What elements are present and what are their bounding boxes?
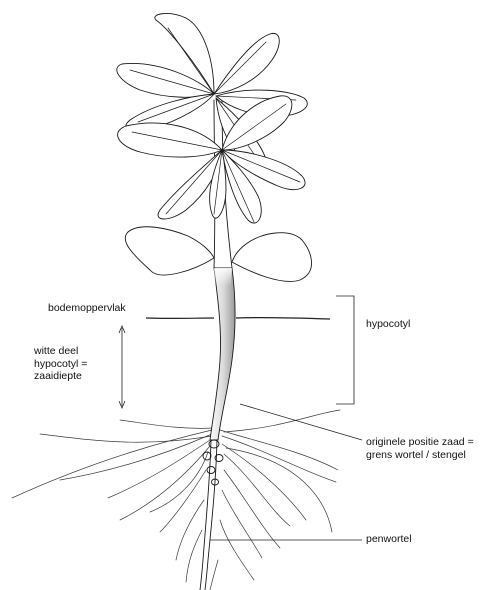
taproot-label: penwortel <box>366 533 412 546</box>
seed-position-leader <box>240 404 362 440</box>
soil-surface-line <box>146 318 330 319</box>
seed-position-label: originele positie zaad = grens wortel / … <box>366 436 474 461</box>
hypocotyl-bracket <box>336 296 354 404</box>
depth-arrow <box>119 326 125 408</box>
white-part-label-line1: witte deel <box>34 345 87 358</box>
seed-position-label-line2: grens wortel / stengel <box>366 449 474 462</box>
soil-surface-label: bodemoppervlak <box>48 302 126 315</box>
white-part-label-line2: hypocotyl = <box>34 358 87 371</box>
taproot-shape <box>200 440 217 590</box>
seed-position-label-line1: originele positie zaad = <box>366 436 474 449</box>
root-system <box>12 410 340 590</box>
root-nodules <box>203 440 223 485</box>
hypocotyl-stem <box>210 268 235 440</box>
white-part-label: witte deel hypocotyl = zaaidiepte <box>34 345 87 383</box>
white-part-label-line3: zaaidiepte <box>34 370 87 383</box>
hypocotyl-label: hypocotyl <box>366 318 410 331</box>
